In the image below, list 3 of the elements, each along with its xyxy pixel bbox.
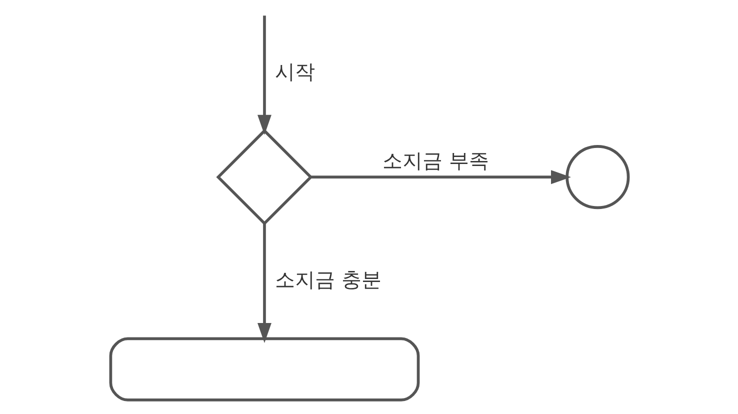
edge-label: 소지금 충분 bbox=[274, 268, 381, 292]
edge-label: 시작 bbox=[274, 60, 314, 84]
edge-label: 소지금 부족 bbox=[382, 149, 488, 172]
